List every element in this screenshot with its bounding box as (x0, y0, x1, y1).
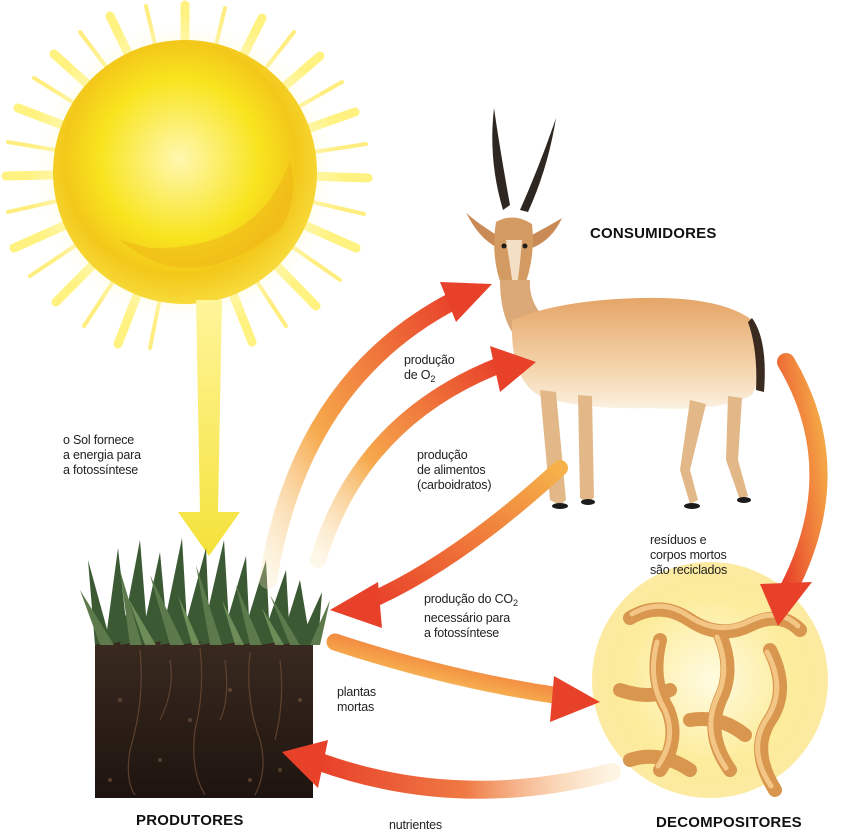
residues-label: resíduos e corpos mortos são reciclados (650, 533, 727, 578)
decomposers-title: DECOMPOSITORES (656, 814, 802, 831)
sun-illustration (6, 5, 368, 348)
sun-energy-arrow (178, 300, 240, 556)
oxygen-arrow (268, 282, 492, 580)
dead-plants-label: plantas mortas (337, 685, 376, 715)
producers-title: PRODUTORES (136, 812, 244, 829)
nutrients-label: nutrientes (389, 818, 442, 833)
consumers-title: CONSUMIDORES (590, 225, 717, 242)
sun-energy-label: o Sol fornece a energia para a fotossínt… (63, 433, 141, 478)
gazelle-illustration (466, 108, 765, 509)
oxygen-label: produção de O2 (404, 353, 455, 387)
food-label: produção de alimentos (carboidratos) (417, 448, 491, 493)
co2-label: produção do CO2 necessário para a fotoss… (424, 592, 518, 641)
residues-arrow (760, 362, 819, 626)
nutrients-arrow (282, 740, 612, 790)
